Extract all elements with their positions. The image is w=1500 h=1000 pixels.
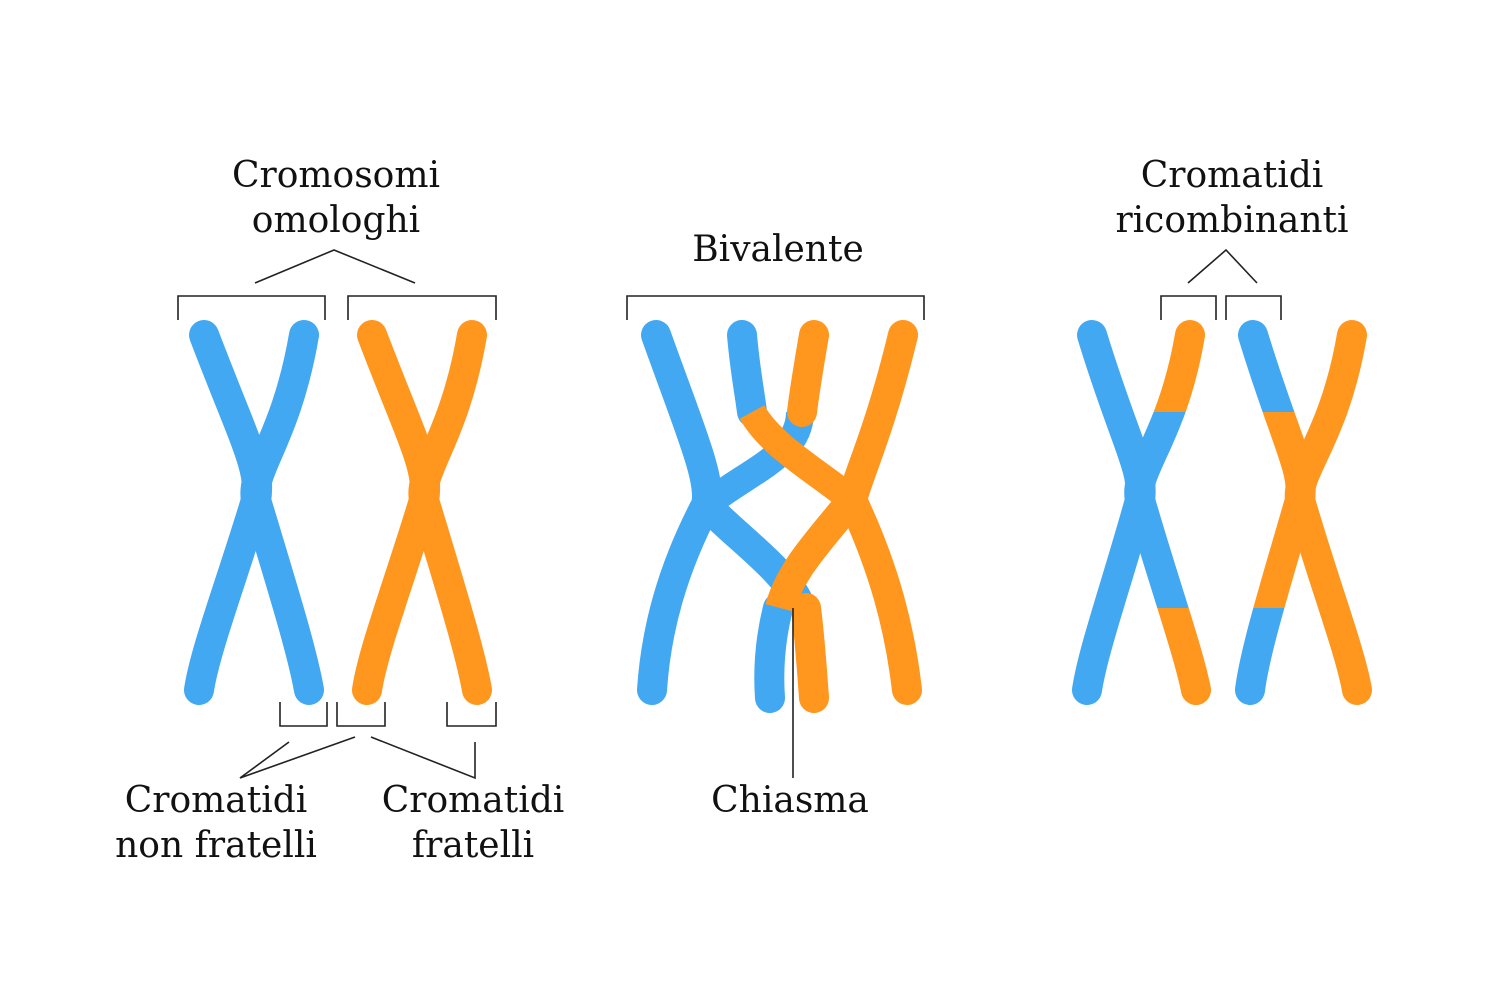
homolog-bracket-orange [347,295,497,320]
recombinant-chromosome-blue [1087,335,1196,690]
sister-line1: Cromatidi [381,780,565,821]
bivalent-blue-inner-bottom [754,593,793,713]
bivalent-orange-upper-branch [739,404,861,511]
recombinant-title-line2: ricombinanti [1115,200,1349,241]
homolog-pointer-lines [254,249,416,284]
recombinant-orange-right-chromatid [1300,335,1357,690]
bivalent-bracket [626,295,925,320]
recombinant-pointer-lines [1187,248,1258,284]
non-sister-chromatids-label: Cromatidi non fratelli [96,778,336,868]
sister-chromatids-label: Cromatidi fratelli [363,778,583,868]
bracket-orange-right-chromatid [446,702,497,727]
non-sister-line1: Cromatidi [124,780,308,821]
bivalent-orange-inner-bottom [791,593,829,713]
homolog-title-line2: omologhi [251,200,421,241]
recombinant-bracket-left [1160,295,1217,320]
recombinant-bracket-right [1225,295,1282,320]
non-sister-line2: non fratelli [115,825,317,866]
sister-line2: fratelli [411,825,535,866]
homolog-bracket-blue [177,295,326,320]
orange-chromatid-right [423,335,477,690]
bivalent-orange-lower-branch [765,490,864,613]
bracket-orange-left-chromatid [336,702,386,727]
homolog-chromosome-blue [199,335,309,690]
blue-chromatid-right [255,335,309,690]
recombinant-chromosome-orange [1250,335,1357,690]
bivalent-blue-inner-top [727,320,767,427]
chiasma-label: Chiasma [711,780,869,821]
bracket-blue-right-chromatid [279,702,328,727]
bivalent-title: Bivalente [692,229,864,270]
non-sister-pointer-lines [239,736,356,779]
homolog-title-line1: Cromosomi [231,155,441,196]
homolog-chromosome-orange [367,335,477,690]
homolog-title: Cromosomi omologhi [186,153,486,243]
recombinant-title-line1: Cromatidi [1140,155,1324,196]
sister-pointer-lines [370,736,476,780]
recombinant-title: Cromatidi ricombinanti [1082,153,1382,243]
bivalent-orange-inner-top [787,320,829,427]
bivalent-chromosomes [637,320,922,713]
